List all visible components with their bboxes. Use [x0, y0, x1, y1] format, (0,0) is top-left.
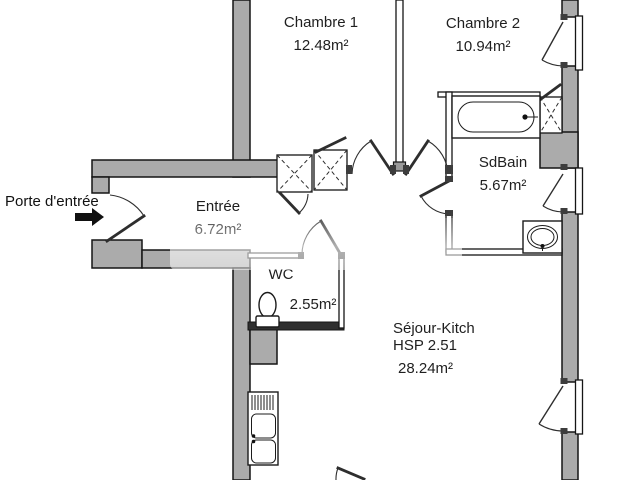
- room-ceiling-height: HSP 2.51: [393, 337, 457, 354]
- room-name: Chambre 2: [445, 15, 521, 32]
- room-label-sdbain: SdBain 5.67m²: [479, 154, 527, 194]
- room-label-wc: WC: [269, 266, 294, 283]
- room-area: 12.48m²: [293, 37, 349, 54]
- entry-arrow-icon: [75, 208, 104, 226]
- room-label-entree: Entrée 6.72m²: [195, 198, 242, 238]
- window-sills: [574, 15, 584, 435]
- room-area: 28.24m²: [398, 360, 454, 377]
- room-area: 6.72m²: [194, 221, 242, 238]
- door-closet-entree: [278, 191, 309, 215]
- room-name: Séjour-Kitch: [393, 320, 475, 337]
- entry-door-label: Porte d'entrée: [5, 193, 99, 210]
- bathtub-icon: [451, 95, 541, 139]
- closet-sdbain: [539, 83, 563, 134]
- walls: [91, 0, 579, 480]
- room-name: Entrée: [195, 198, 241, 215]
- door-chambre2: [404, 139, 449, 176]
- closet-entree: [276, 154, 313, 193]
- room-area-wc: 2.55m²: [290, 296, 337, 313]
- room-name: SdBain: [478, 154, 528, 171]
- room-label-sejour: Séjour-Kitch HSP 2.51 28.24m²: [393, 320, 475, 377]
- window-sdbain-icon: [542, 173, 564, 213]
- room-area: 2.55m²: [289, 296, 337, 313]
- room-area: 5.67m²: [479, 177, 527, 194]
- toilet-icon: [255, 291, 280, 328]
- entry-door: [105, 194, 146, 243]
- closet-chambre1: [313, 136, 348, 191]
- room-area: 10.94m²: [455, 38, 511, 55]
- door-sejour-bottom: [335, 466, 366, 480]
- door-chambre1: [351, 139, 395, 176]
- window-sejour-icon: [538, 385, 564, 432]
- door-wc: [301, 219, 343, 257]
- room-name: WC: [268, 266, 294, 283]
- room-label-chambre1: Chambre 1 12.48m²: [284, 14, 358, 54]
- room-label-chambre2: Chambre 2 10.94m²: [446, 15, 520, 55]
- door-sdbain: [419, 179, 451, 215]
- room-name: Chambre 1: [283, 14, 359, 31]
- kitchen-sink-icon: [247, 391, 279, 466]
- window-chambre2-icon: [541, 21, 564, 67]
- washbasin-icon: [522, 220, 563, 254]
